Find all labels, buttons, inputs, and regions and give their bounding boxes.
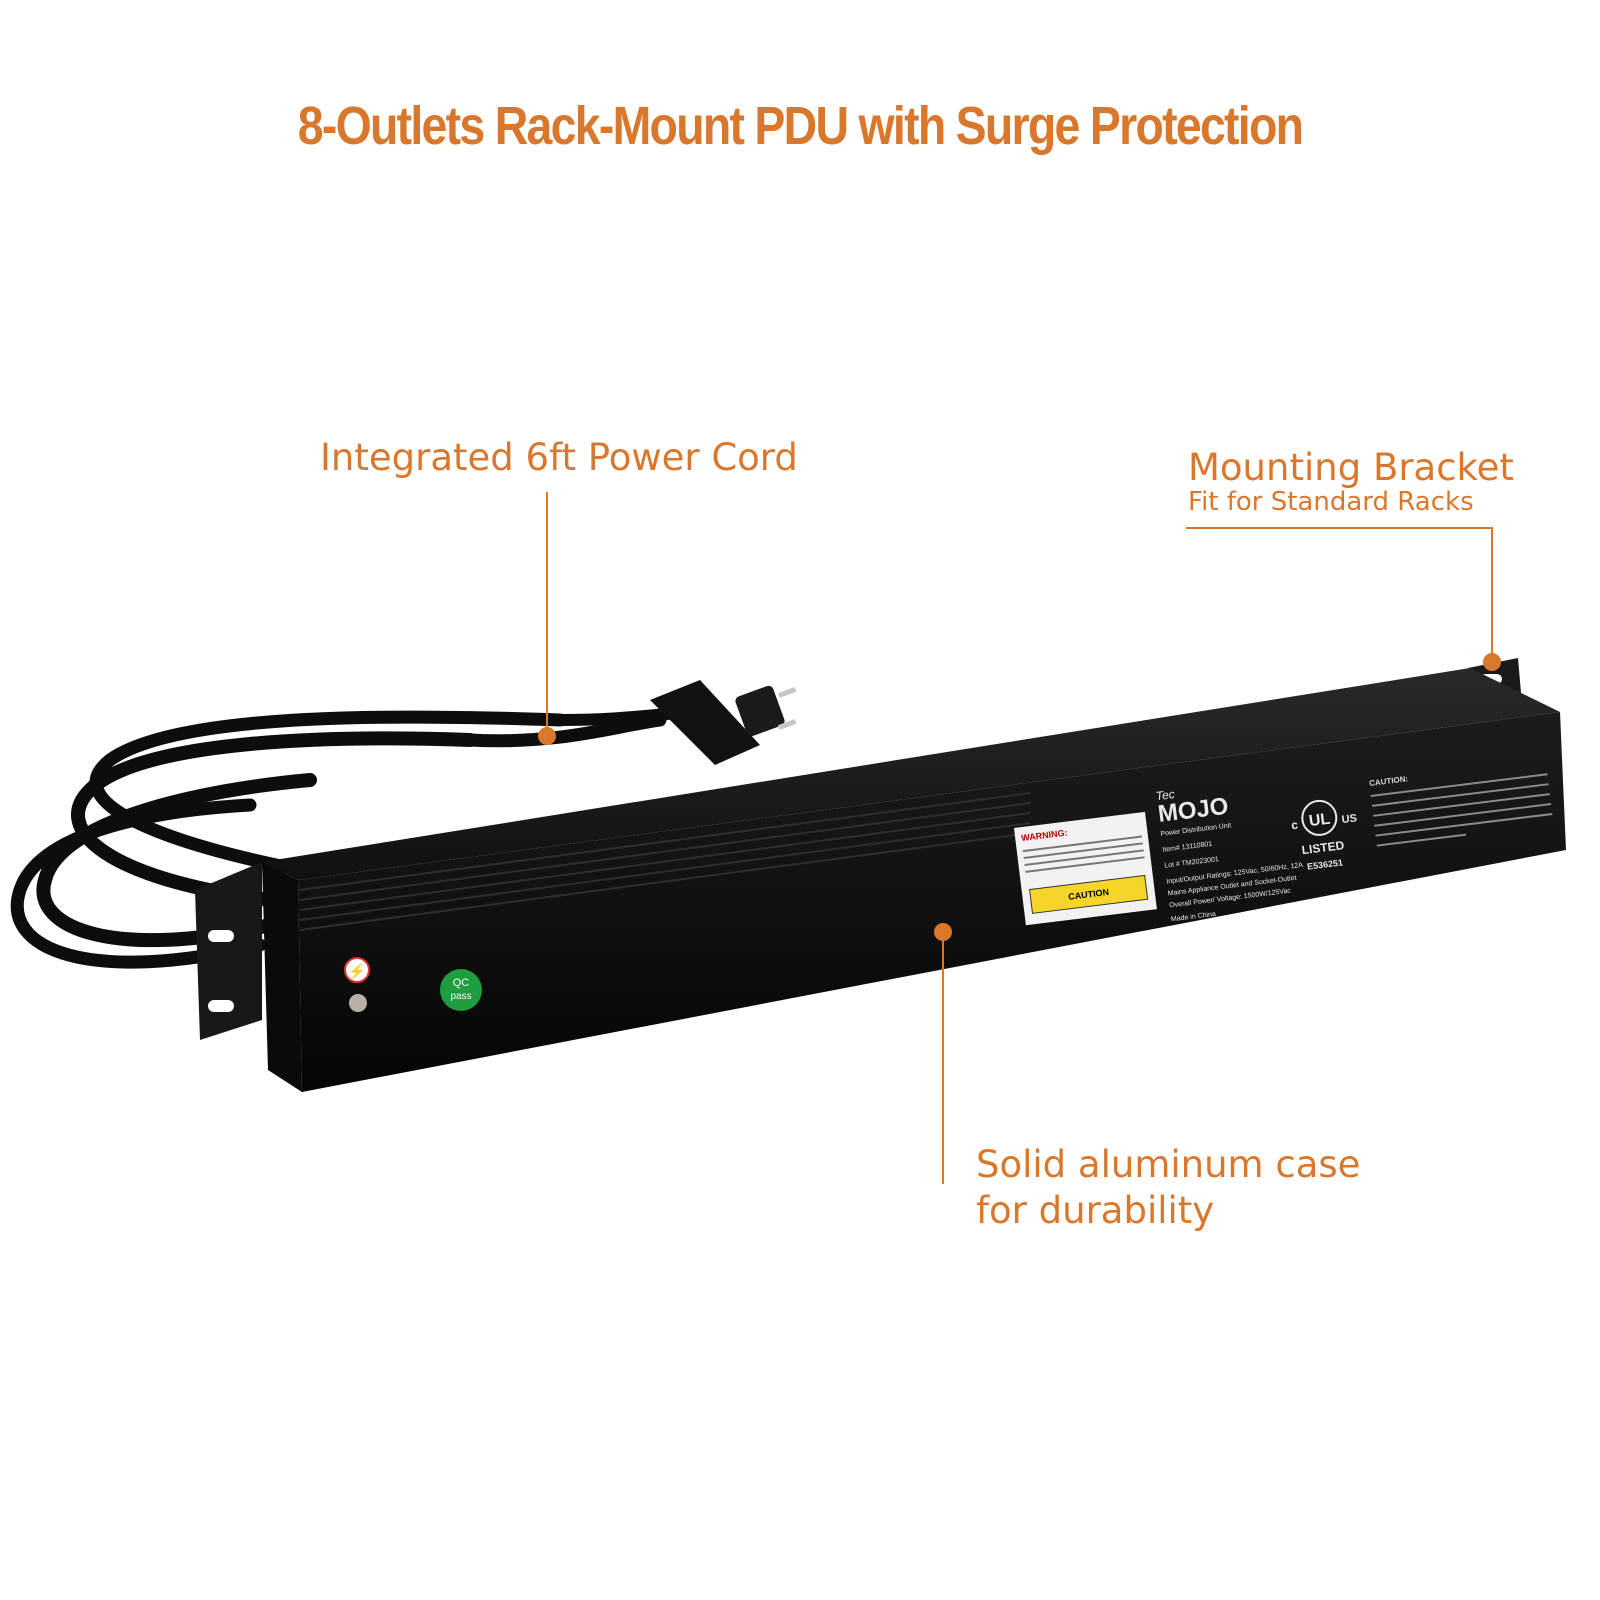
ul-listed-icon: UL c US LISTED E536251 xyxy=(1290,799,1358,872)
callout-mounting-bracket: Mounting Bracket Fit for Standard Racks xyxy=(1188,446,1514,517)
callout-leaders xyxy=(546,492,1493,1184)
page-title: 8-Outlets Rack-Mount PDU with Surge Prot… xyxy=(297,96,1304,156)
callout-case-line1: Solid aluminum case xyxy=(976,1143,1361,1186)
callout-case-line2: for durability xyxy=(976,1189,1215,1232)
callout-bracket-title: Mounting Bracket xyxy=(1188,446,1514,489)
case-front xyxy=(298,712,1566,1092)
svg-text:⚡: ⚡ xyxy=(348,963,365,980)
callout-dots xyxy=(538,653,1501,941)
case-end-cap xyxy=(262,862,302,1092)
svg-text:pass: pass xyxy=(450,991,471,1002)
caution-text: CAUTION: xyxy=(1369,773,1553,847)
qc-pass-badge: QC pass xyxy=(440,969,482,1011)
bracket-dot xyxy=(1483,653,1501,671)
svg-text:QC: QC xyxy=(453,977,470,989)
case-top xyxy=(262,668,1560,880)
callout-bracket-subtitle: Fit for Standard Racks xyxy=(1188,487,1474,517)
case-grooves xyxy=(299,792,1031,931)
callout-aluminum-case: Solid aluminum case for durability xyxy=(976,1142,1360,1234)
power-cord-dot xyxy=(538,727,556,745)
svg-text:Tec: Tec xyxy=(1155,787,1175,803)
callout-power-cord: Integrated 6ft Power Cord xyxy=(320,436,798,479)
case-dot xyxy=(934,923,952,941)
warning-sticker: WARNING: CAUTION xyxy=(1013,811,1157,926)
plug-icon xyxy=(650,680,797,765)
svg-text:c: c xyxy=(1290,818,1299,833)
svg-text:UL: UL xyxy=(1308,811,1331,831)
left-mounting-bracket xyxy=(195,862,262,1040)
svg-text:CAUTION: CAUTION xyxy=(1068,887,1110,902)
surge-indicator-icon: ⚡ xyxy=(344,957,370,1012)
svg-text:E536251: E536251 xyxy=(1307,857,1344,871)
svg-text:US: US xyxy=(1341,812,1358,826)
power-cord xyxy=(10,706,696,969)
svg-text:LISTED: LISTED xyxy=(1301,838,1345,857)
